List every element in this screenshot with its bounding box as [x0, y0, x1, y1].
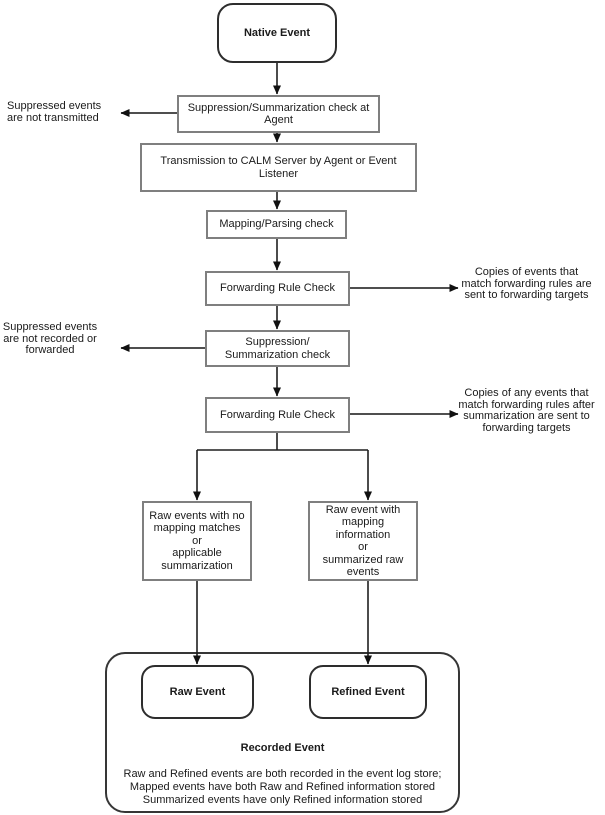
- annotation-copies-after-summarization: Copies of any events that match forwardi…: [458, 387, 595, 434]
- node-native-event: Native Event: [217, 3, 337, 63]
- node-suppression-check-agent: Suppression/Summarization check at Agent: [177, 95, 380, 133]
- annotation-suppressed-not-recorded: Suppressed events are not recorded or fo…: [2, 321, 98, 356]
- node-mapping-parsing-check: Mapping/Parsing check: [206, 210, 347, 239]
- node-raw-event: Raw Event: [141, 665, 254, 719]
- node-raw-events-no-mapping: Raw events with no mapping matches or ap…: [142, 501, 252, 581]
- node-transmission-calm-server: Transmission to CALM Server by Agent or …: [140, 143, 417, 192]
- annotation-copies-forwarding-targets: Copies of events that match forwarding r…: [461, 266, 592, 301]
- recorded-event-lines: Raw and Refined events are both recorded…: [123, 768, 442, 806]
- recorded-event-title: Recorded Event: [240, 742, 325, 754]
- node-refined-event: Refined Event: [309, 665, 427, 719]
- recorded-event-description: Recorded Event Raw and Refined events ar…: [105, 728, 460, 815]
- node-forwarding-rule-check-2: Forwarding Rule Check: [205, 397, 350, 433]
- node-forwarding-rule-check-1: Forwarding Rule Check: [205, 271, 350, 306]
- annotation-suppressed-not-transmitted: Suppressed events are not transmitted: [7, 100, 102, 124]
- node-suppression-summarization-check: Suppression/ Summarization check: [205, 330, 350, 367]
- node-raw-event-with-mapping: Raw event with mapping information or su…: [308, 501, 418, 581]
